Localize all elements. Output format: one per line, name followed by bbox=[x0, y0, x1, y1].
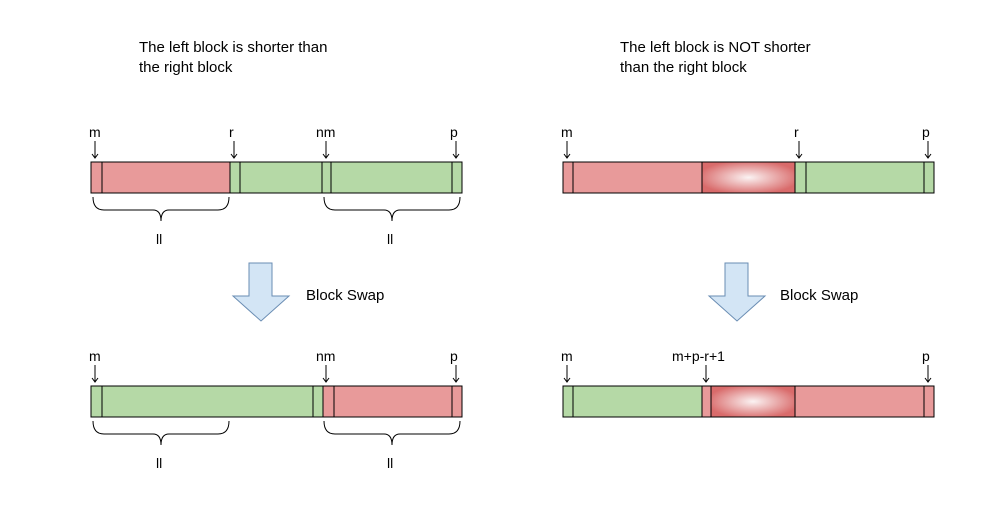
green-edge-cell bbox=[562, 385, 574, 418]
curly-brace bbox=[92, 196, 230, 222]
green-edge-cell bbox=[794, 161, 807, 194]
red-edge-cell bbox=[701, 385, 712, 418]
red-block bbox=[572, 161, 703, 194]
pointer-label-p: p bbox=[450, 124, 458, 140]
right-panel: The left block is NOT shorter than the r… bbox=[561, 39, 935, 418]
pointer-label-m: m bbox=[89, 348, 101, 364]
red-edge-cell bbox=[923, 385, 935, 418]
pointer-label-p: p bbox=[922, 124, 930, 140]
pointer-label-r: r bbox=[794, 124, 799, 140]
red-edge-cell bbox=[90, 161, 103, 194]
down-arrow-icon bbox=[231, 262, 291, 322]
pointer-arrow bbox=[702, 365, 710, 383]
right-before-pointers: m r p bbox=[561, 124, 932, 159]
left-before-braces: ll ll bbox=[92, 196, 461, 247]
red-block bbox=[794, 385, 925, 418]
red-edge-cell bbox=[451, 385, 463, 418]
pointer-label-r: r bbox=[229, 124, 234, 140]
operation-label: Block Swap bbox=[306, 287, 384, 304]
green-edge-cell bbox=[312, 385, 324, 418]
pointer-arrow bbox=[452, 365, 460, 383]
operation-label: Block Swap bbox=[780, 287, 858, 304]
left-caption-line1: The left block is shorter than bbox=[139, 39, 327, 56]
pointer-label-p: p bbox=[450, 348, 458, 364]
pointer-arrow bbox=[924, 141, 932, 159]
pointer-label-split: m+p-r+1 bbox=[672, 348, 725, 364]
highlighted-red-block bbox=[710, 385, 796, 418]
green-block bbox=[805, 161, 925, 194]
pointer-arrow bbox=[452, 141, 460, 159]
curly-brace bbox=[92, 420, 230, 446]
left-before-pointers: m r nm p bbox=[89, 124, 460, 159]
right-caption-line1: The left block is NOT shorter bbox=[620, 39, 811, 56]
left-caption-line2: the right block bbox=[139, 59, 233, 76]
right-after-strip bbox=[562, 385, 935, 418]
green-edge-cell bbox=[451, 161, 463, 194]
right-before-strip bbox=[562, 161, 935, 194]
left-after-braces: ll ll bbox=[92, 420, 461, 471]
brace-label: ll bbox=[156, 455, 162, 471]
pointer-arrow bbox=[924, 365, 932, 383]
pointer-label-p: p bbox=[922, 348, 930, 364]
right-caption-line2: than the right block bbox=[620, 59, 747, 76]
curly-brace bbox=[323, 420, 461, 446]
pointer-label-nm: nm bbox=[316, 124, 335, 140]
pointer-label-m: m bbox=[561, 348, 573, 364]
curly-brace bbox=[323, 196, 461, 222]
brace-label: ll bbox=[387, 231, 393, 247]
left-panel: The left block is shorter than the right… bbox=[89, 39, 463, 471]
pointer-label-m: m bbox=[561, 124, 573, 140]
pointer-arrow bbox=[322, 365, 330, 383]
pointer-arrow bbox=[563, 141, 571, 159]
left-after-pointers: m nm p bbox=[89, 348, 460, 383]
pointer-label-nm: nm bbox=[316, 348, 335, 364]
red-edge-cell bbox=[322, 385, 335, 418]
pointer-arrow bbox=[91, 365, 99, 383]
pointer-arrow bbox=[91, 141, 99, 159]
brace-label: ll bbox=[156, 231, 162, 247]
right-after-pointers: m m+p-r+1 p bbox=[561, 348, 932, 383]
red-block bbox=[333, 385, 453, 418]
red-edge-cell bbox=[562, 161, 574, 194]
green-block bbox=[572, 385, 703, 418]
pointer-label-m: m bbox=[89, 124, 101, 140]
brace-label: ll bbox=[387, 455, 393, 471]
green-edge-cell bbox=[90, 385, 103, 418]
green-block bbox=[239, 161, 323, 194]
green-edge-cell bbox=[321, 161, 332, 194]
green-edge-cell bbox=[229, 161, 241, 194]
red-block bbox=[101, 161, 231, 194]
pointer-arrow bbox=[322, 141, 330, 159]
highlighted-red-block bbox=[701, 161, 796, 194]
down-arrow-icon bbox=[707, 262, 767, 322]
pointer-arrow bbox=[230, 141, 238, 159]
green-block bbox=[101, 385, 314, 418]
pointer-arrow bbox=[795, 141, 803, 159]
green-block bbox=[330, 161, 453, 194]
left-after-strip bbox=[90, 385, 463, 418]
green-edge-cell bbox=[923, 161, 935, 194]
left-before-strip bbox=[90, 161, 463, 194]
pointer-arrow bbox=[563, 365, 571, 383]
